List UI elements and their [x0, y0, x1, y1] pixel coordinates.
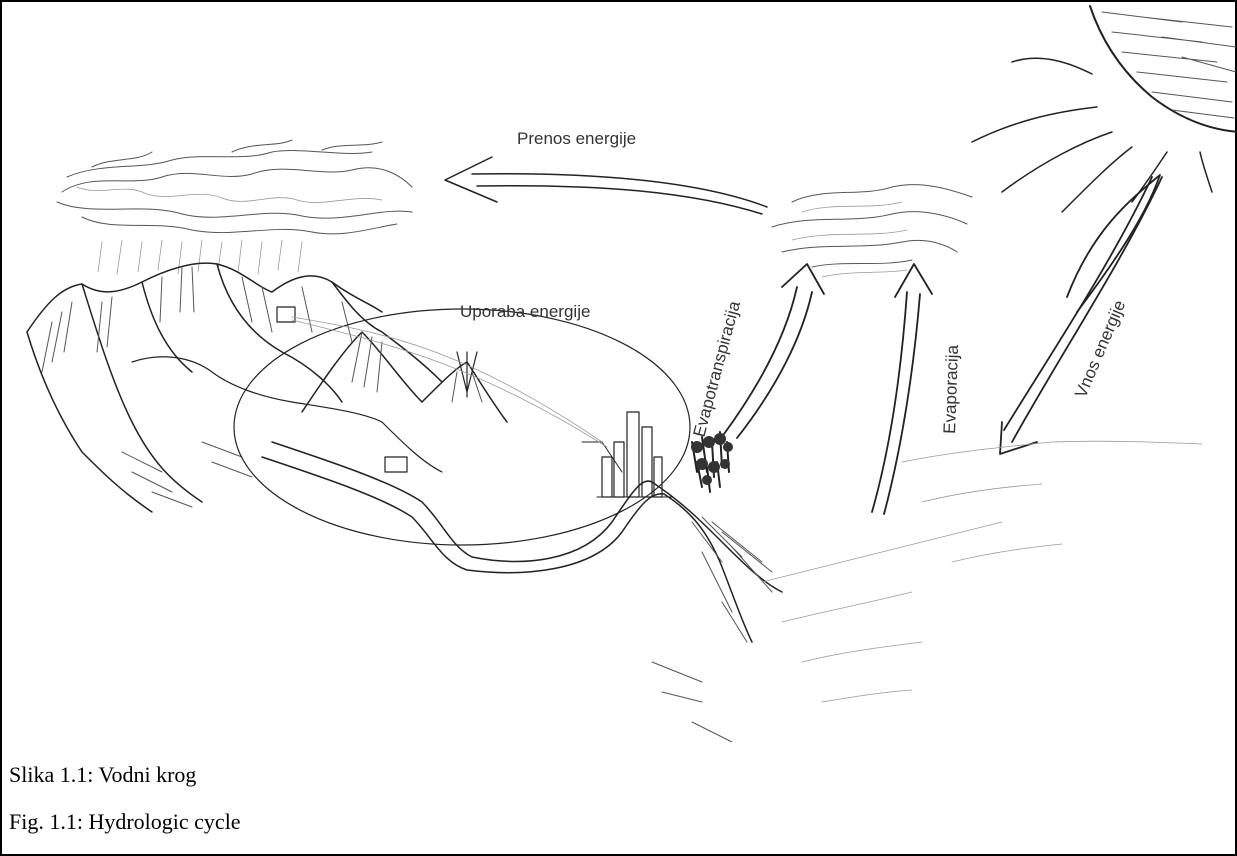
rain-clouds [57, 140, 412, 274]
figure-caption-slovenian: Slika 1.1: Vodni krog [9, 762, 196, 788]
evaporation-label: Evaporacija [940, 344, 962, 434]
energy-transfer-label: Prenos energije [517, 129, 636, 148]
energy-transfer-arrow [445, 157, 767, 214]
city-buildings [277, 307, 672, 497]
mountains-sketch [27, 263, 507, 512]
energy-use-label: Uporaba energije [460, 302, 590, 321]
sun-sketch [972, 6, 1237, 212]
figure-caption-english: Fig. 1.1: Hydrologic cycle [9, 809, 241, 835]
ocean-waves [762, 441, 1202, 702]
energy-input-label: Vnos energije [1071, 297, 1129, 400]
ocean-cloud [772, 185, 972, 277]
forest-sketch [691, 432, 733, 492]
evapotranspiration-arrow [724, 264, 824, 438]
hydrologic-cycle-illustration: Prenos energije Uporaba energije Evapotr… [2, 2, 1237, 742]
river-sketch [262, 442, 782, 742]
energy-use-zone [234, 309, 690, 545]
energy-input-arrow [1000, 175, 1162, 454]
evaporation-arrow [872, 264, 932, 514]
